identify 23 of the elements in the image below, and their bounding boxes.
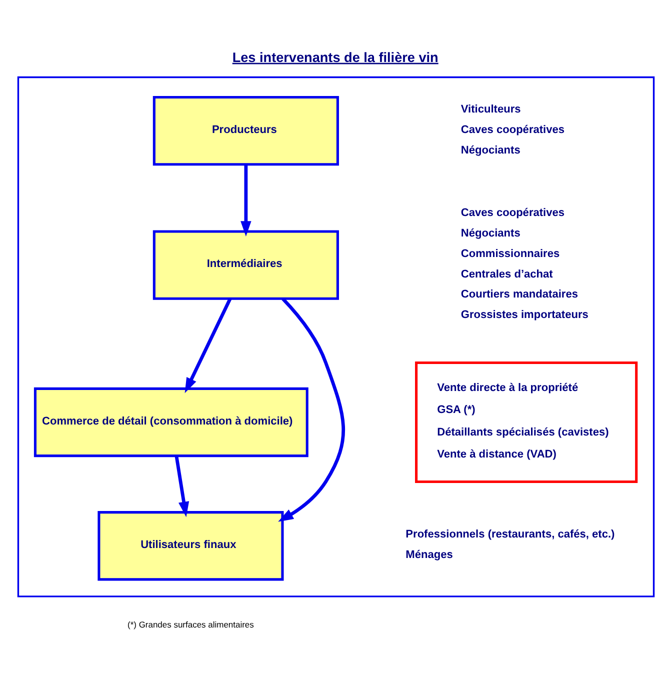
node-box: Producteurs: [152, 96, 339, 166]
arrow: [278, 298, 345, 522]
arrow: [174, 456, 190, 518]
node-box: Vente directe à la propriété GSA (*) Détaillants spécialisés (cavistes) Vente à distance (VAD): [415, 362, 638, 483]
node-label: Grossistes importateurs: [460, 309, 588, 322]
node-label: Négociants: [460, 144, 520, 156]
node-label: Commissionnaires: [460, 248, 560, 260]
diagram-title: Les intervenants de la filière vin: [232, 50, 438, 65]
node-label: Négociants: [460, 228, 520, 240]
node-label: Professionnels (restaurants, cafés, etc.): [406, 528, 615, 541]
node-label: Caves coopératives: [460, 207, 565, 220]
node-box: Utilisateurs finaux: [98, 511, 284, 581]
node-label: Courtiers mandataires: [460, 288, 578, 301]
arrow: [184, 298, 232, 394]
node-label: Ménages: [406, 549, 453, 562]
cluster: [17, 76, 655, 598]
arrow: [240, 164, 252, 236]
node-label: Caves coopératives: [460, 124, 565, 136]
node-label: Viticulteurs: [460, 103, 521, 116]
caption: (*) Grandes surfaces alimentaires: [128, 619, 254, 630]
node-box: Intermédiaires: [152, 230, 339, 300]
node-label: Centrales d’achat: [460, 268, 553, 280]
node-box: Commerce de détail (consommation à domicile): [34, 387, 308, 458]
